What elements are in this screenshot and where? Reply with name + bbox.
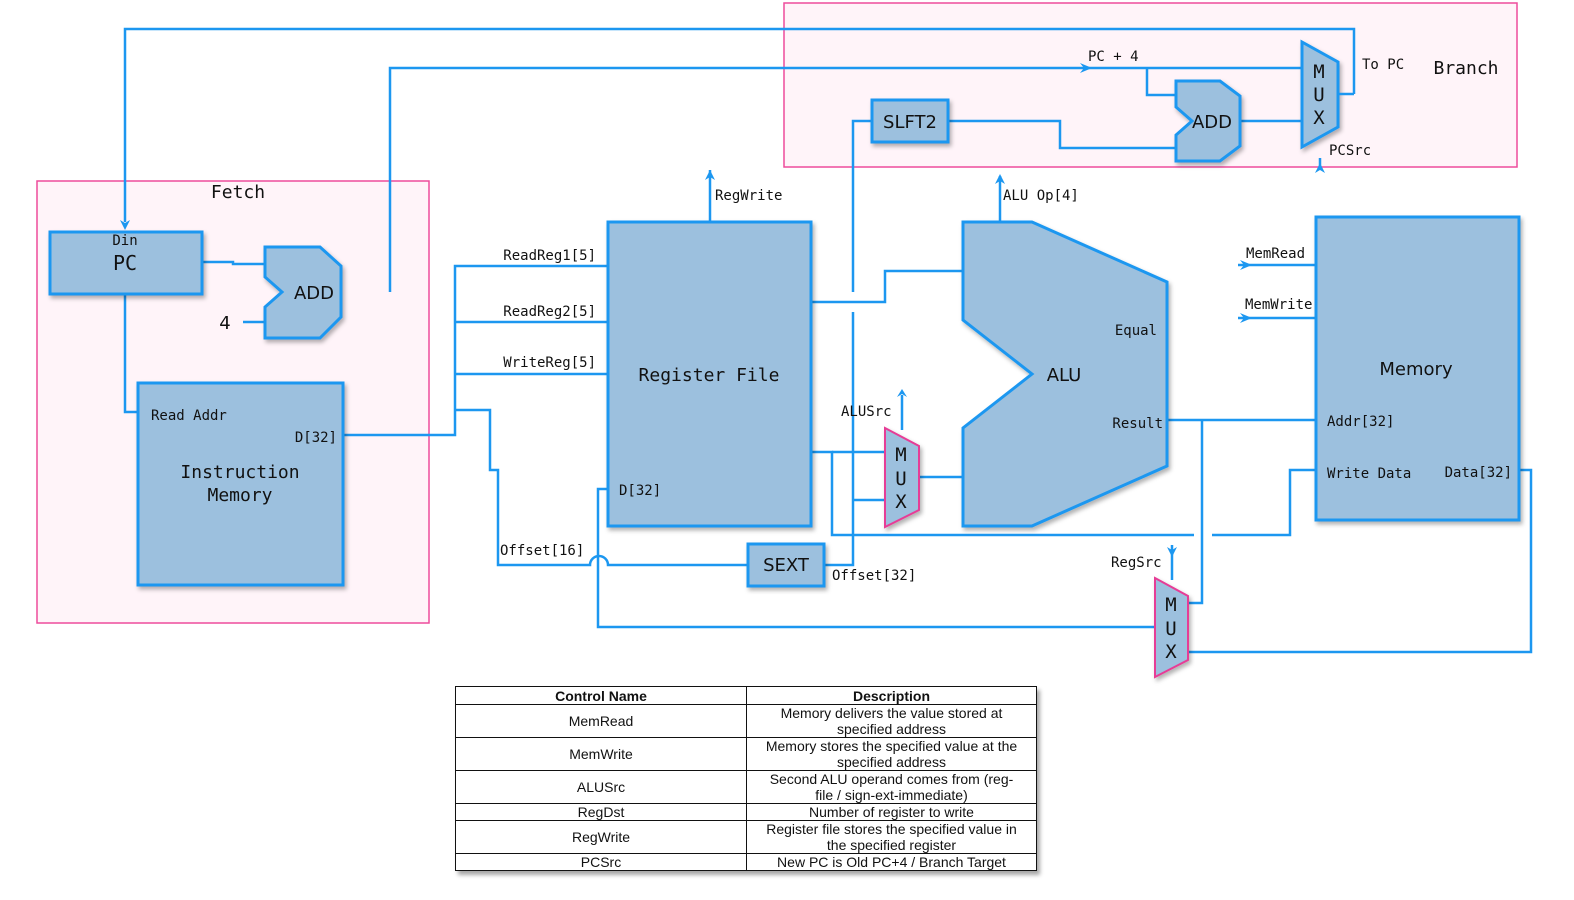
table-row: RegWrite Register file stores the specif… bbox=[455, 820, 1037, 854]
branch-region-label: Branch bbox=[1433, 58, 1498, 79]
branch-mux-letter-u: U bbox=[1313, 84, 1324, 106]
pc-plus-4-label: PC + 4 bbox=[1088, 49, 1139, 65]
shift-left-2-label: SLFT2 bbox=[883, 112, 937, 133]
regsrc-mux-letter-x: X bbox=[1165, 641, 1177, 663]
control-name-cell: MemRead bbox=[455, 704, 747, 738]
regsrc-mux-letter-m: M bbox=[1165, 594, 1176, 616]
description-line: specified address bbox=[837, 721, 946, 737]
control-name-cell: ALUSrc bbox=[455, 770, 747, 804]
table-row: MemRead Memory delivers the value stored… bbox=[455, 704, 1037, 738]
constant-four: 4 bbox=[219, 313, 230, 334]
description-line: Register file stores the specified value… bbox=[766, 821, 1017, 837]
description-line: file / sign-ext-immediate) bbox=[815, 787, 968, 803]
description-line: Memory stores the specified value at the bbox=[765, 738, 1018, 754]
description-line: Memory delivers the value stored at bbox=[780, 705, 1003, 721]
regwrite-label: RegWrite bbox=[715, 188, 782, 204]
alusrc-mux-letter-m: M bbox=[895, 444, 906, 466]
register-file bbox=[606, 220, 813, 528]
description-line: Second ALU operand comes from (reg- bbox=[769, 771, 1014, 787]
description-cell: Register file stores the specified value… bbox=[746, 820, 1037, 854]
pcsrc-label: PCSrc bbox=[1329, 143, 1371, 159]
table-row: ALUSrc Second ALU operand comes from (re… bbox=[455, 770, 1037, 804]
offset16-label: Offset[16] bbox=[500, 543, 584, 559]
mem-data-label: Data[32] bbox=[1445, 465, 1512, 481]
regsrc-mux bbox=[1154, 576, 1189, 679]
branch-mux bbox=[1300, 39, 1340, 150]
fetch-adder bbox=[263, 245, 343, 340]
table-row: RegDst Number of register to write bbox=[455, 803, 1037, 821]
memread-label: MemRead bbox=[1246, 246, 1305, 262]
branch-mux-letter-m: M bbox=[1313, 61, 1324, 83]
readreg2-label: ReadReg2[5] bbox=[503, 304, 596, 320]
alusrc-mux-letter-x: X bbox=[895, 491, 907, 513]
mem-addr-label: Addr[32] bbox=[1327, 414, 1394, 430]
table-header-row: Control Name Description bbox=[455, 686, 1037, 705]
regsrc-mux-letter-u: U bbox=[1165, 618, 1176, 640]
regfile-data-label: D[32] bbox=[619, 483, 661, 499]
description-line: the specified register bbox=[826, 837, 957, 853]
control-name-cell: RegWrite bbox=[455, 820, 747, 854]
alu-label: ALU bbox=[1047, 365, 1082, 386]
imem-label-line1: Instruction bbox=[180, 462, 299, 483]
alusrc-label: ALUSrc bbox=[841, 404, 892, 420]
control-name-cell: PCSrc bbox=[455, 853, 747, 871]
alusrc-mux bbox=[884, 426, 920, 529]
fetch-adder-label: ADD bbox=[294, 283, 334, 304]
control-name-cell: RegDst bbox=[455, 803, 747, 821]
arrowheads bbox=[120, 63, 1325, 557]
branch-mux-letter-x: X bbox=[1313, 107, 1325, 129]
description-line: specified address bbox=[837, 754, 946, 770]
aluop-label: ALU Op[4] bbox=[1003, 188, 1079, 204]
pc-register bbox=[48, 230, 204, 296]
wires bbox=[123, 27, 1533, 654]
pc-din-label: Din bbox=[112, 233, 137, 249]
writereg-label: WriteReg[5] bbox=[503, 355, 596, 371]
imem-read-addr-label: Read Addr bbox=[151, 408, 227, 424]
pc-label: PC bbox=[113, 251, 137, 275]
branch-adder-label: ADD bbox=[1192, 112, 1232, 133]
description-cell: New PC is Old PC+4 / Branch Target bbox=[746, 853, 1037, 871]
alu-result-label: Result bbox=[1112, 416, 1163, 432]
table-row: PCSrc New PC is Old PC+4 / Branch Target bbox=[455, 853, 1037, 871]
branch-adder bbox=[1174, 79, 1242, 163]
alusrc-mux-letter-u: U bbox=[895, 468, 906, 490]
memwrite-label: MemWrite bbox=[1245, 297, 1312, 313]
description-cell: Second ALU operand comes from (reg-file … bbox=[746, 770, 1037, 804]
register-file-label: Register File bbox=[639, 365, 780, 386]
alu bbox=[961, 220, 1169, 528]
to-pc-label: To PC bbox=[1362, 57, 1404, 73]
column-header-description: Description bbox=[746, 686, 1037, 705]
description-cell: Number of register to write bbox=[746, 803, 1037, 821]
mem-write-data-label: Write Data bbox=[1327, 466, 1411, 482]
table-row: MemWrite Memory stores the specified val… bbox=[455, 737, 1037, 771]
alu-equal-label: Equal bbox=[1115, 323, 1157, 339]
imem-data-label: D[32] bbox=[295, 430, 337, 446]
column-header-control-name: Control Name bbox=[455, 686, 747, 705]
data-memory-label: Memory bbox=[1379, 359, 1453, 380]
readreg1-label: ReadReg1[5] bbox=[503, 248, 596, 264]
sign-extender-label: SEXT bbox=[763, 555, 810, 576]
instruction-memory bbox=[136, 381, 345, 587]
control-name-cell: MemWrite bbox=[455, 737, 747, 771]
description-cell: Memory stores the specified value at the… bbox=[746, 737, 1037, 771]
imem-label-line2: Memory bbox=[207, 485, 272, 506]
data-memory bbox=[1314, 215, 1521, 522]
offset32-label: Offset[32] bbox=[832, 568, 916, 584]
control-signals-table: Control Name Description MemRead Memory … bbox=[455, 686, 1037, 871]
shift-left-2 bbox=[870, 98, 950, 144]
fetch-region-label: Fetch bbox=[211, 182, 265, 203]
sign-extender bbox=[746, 542, 826, 588]
regsrc-label: RegSrc bbox=[1111, 555, 1162, 571]
